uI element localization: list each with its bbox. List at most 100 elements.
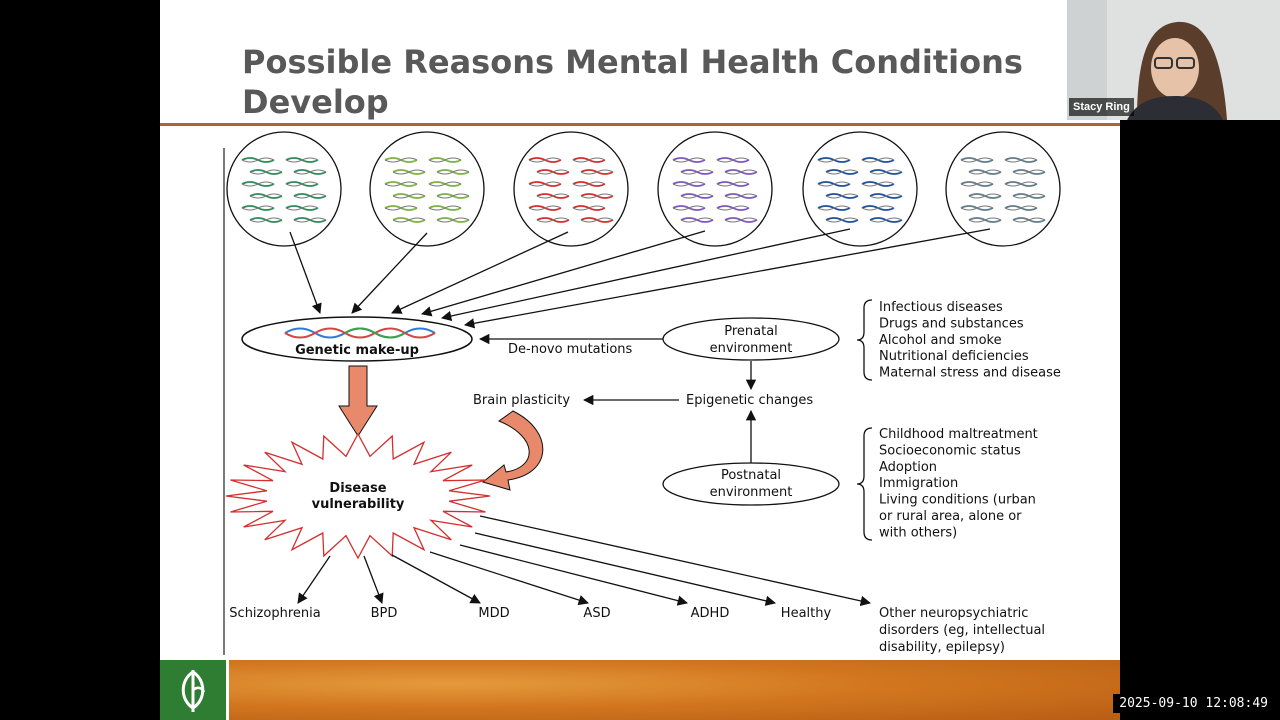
chromosome-circle-6 xyxy=(945,131,1061,247)
chromosome-strand xyxy=(436,169,470,175)
chromosome-strand xyxy=(572,205,606,211)
chromosome-strand xyxy=(392,169,426,175)
plasticity-to-vulnerability-arrow xyxy=(481,410,544,491)
postnatal-factor-4: Immigration xyxy=(879,476,958,491)
arrow-circle-4 xyxy=(421,230,706,317)
chromosome-strand xyxy=(241,181,275,187)
chromosome-strand xyxy=(536,217,570,223)
chromosome-strand xyxy=(580,193,614,199)
chromosome-strand xyxy=(249,169,283,175)
outcome-other-line2: disorders (eg, intellectual xyxy=(879,623,1045,638)
outcome-mdd: MDD xyxy=(478,606,509,621)
chromosome-strand xyxy=(724,217,758,223)
prenatal-label-line1: Prenatal xyxy=(724,324,778,339)
postnatal-factor-7: with others) xyxy=(879,525,957,540)
chromosome-strand xyxy=(716,157,750,163)
chromosome-strand xyxy=(817,181,851,187)
prenatal-bracket xyxy=(856,299,873,381)
arrow-circle-1 xyxy=(289,231,322,314)
participant-video-tile[interactable]: Stacy Ring xyxy=(1067,0,1280,120)
chromosome-strand xyxy=(572,181,606,187)
chromosome-strand xyxy=(249,217,283,223)
genetic-makeup-node: Genetic make-up xyxy=(241,316,473,362)
postnatal-factor-2: Socioeconomic status xyxy=(879,443,1021,458)
chromosome-strand xyxy=(436,217,470,223)
epigenetic-label: Epigenetic changes xyxy=(686,393,813,408)
chromosome-strand xyxy=(960,157,994,163)
prenatal-label-line2: environment xyxy=(710,341,793,356)
arrow-circle-3 xyxy=(391,231,569,314)
genetic-to-vulnerability-arrow xyxy=(338,365,378,437)
chromosome-strand xyxy=(384,157,418,163)
prenatal-factor-1: Infectious diseases xyxy=(879,300,1003,315)
title-divider xyxy=(160,123,1120,126)
chromosome-strand xyxy=(672,181,706,187)
arrow-circle-6 xyxy=(463,228,991,329)
chromosome-strand xyxy=(528,205,562,211)
chromosome-strand xyxy=(825,193,859,199)
prenatal-environment-node: Prenatal environment xyxy=(662,317,840,361)
chromosome-strand xyxy=(825,169,859,175)
chromosome-circle-4 xyxy=(657,131,773,247)
recording-timestamp: 2025-09-10 12:08:49 xyxy=(1113,694,1274,713)
arrow-to-bpd xyxy=(363,555,384,604)
disease-label-line1: Disease xyxy=(329,481,386,496)
slide-title: Possible Reasons Mental Health Condition… xyxy=(242,43,1023,121)
disease-vulnerability-burst xyxy=(225,432,491,560)
presentation-slide: Possible Reasons Mental Health Condition… xyxy=(160,0,1120,720)
outcome-other-line1: Other neuropsychiatric xyxy=(879,606,1028,621)
prenatal-factor-2: Drugs and substances xyxy=(879,316,1024,331)
chromosome-strand xyxy=(716,205,750,211)
outcome-bpd: BPD xyxy=(371,606,398,621)
chromosome-strand xyxy=(384,205,418,211)
arrow-to-adhd xyxy=(459,544,689,606)
chromosome-strand xyxy=(716,181,750,187)
chromosome-strand xyxy=(285,181,319,187)
chromosome-strand xyxy=(1004,205,1038,211)
chromosome-strand xyxy=(968,169,1002,175)
chromosome-strand xyxy=(672,157,706,163)
chromosome-strand xyxy=(285,205,319,211)
chromosome-strand xyxy=(285,157,319,163)
chromosome-strand xyxy=(960,181,994,187)
chromosome-strand xyxy=(293,193,327,199)
postnatal-label-line1: Postnatal xyxy=(721,468,781,483)
outcome-schizophrenia: Schizophrenia xyxy=(229,606,320,621)
participant-name-label: Stacy Ring xyxy=(1069,98,1134,116)
arrow-circle-5 xyxy=(440,228,851,322)
chromosome-circle-2 xyxy=(369,131,485,247)
outcome-adhd: ADHD xyxy=(691,606,730,621)
chromosome-strand xyxy=(672,205,706,211)
postnatal-bracket xyxy=(856,427,873,541)
chromosome-strand xyxy=(293,169,327,175)
chromosome-strand xyxy=(384,181,418,187)
chromosome-strand xyxy=(869,169,903,175)
chromosome-strand xyxy=(869,193,903,199)
chromosome-strand xyxy=(392,217,426,223)
postnatal-factor-5: Living conditions (urban xyxy=(879,493,1036,508)
chromosome-circles xyxy=(226,131,1061,247)
arrow-to-asd xyxy=(429,551,589,606)
chromosome-circle-1 xyxy=(226,131,342,247)
chromosome-strand xyxy=(817,157,851,163)
chromosome-strand xyxy=(428,157,462,163)
postnatal-factor-3: Adoption xyxy=(879,460,937,475)
chromosome-circle-3 xyxy=(513,131,629,247)
chromosome-strand xyxy=(861,157,895,163)
chromosome-strand xyxy=(392,193,426,199)
chromosome-strand xyxy=(528,181,562,187)
prenatal-factor-3: Alcohol and smoke xyxy=(879,333,1002,348)
postnatal-environment-node: Postnatal environment xyxy=(662,462,840,506)
outcome-other-line3: disability, epilepsy) xyxy=(879,640,1005,655)
chromosome-strand xyxy=(680,217,714,223)
brain-plasticity-label: Brain plasticity xyxy=(473,393,570,408)
postnatal-label-line2: environment xyxy=(710,485,793,500)
outcome-healthy: Healthy xyxy=(781,606,832,621)
chromosome-strand xyxy=(528,157,562,163)
chromosome-strand xyxy=(580,217,614,223)
chromosome-strand xyxy=(861,181,895,187)
postnatal-factor-6: or rural area, alone or xyxy=(879,509,1022,524)
chromosome-strand xyxy=(968,217,1002,223)
